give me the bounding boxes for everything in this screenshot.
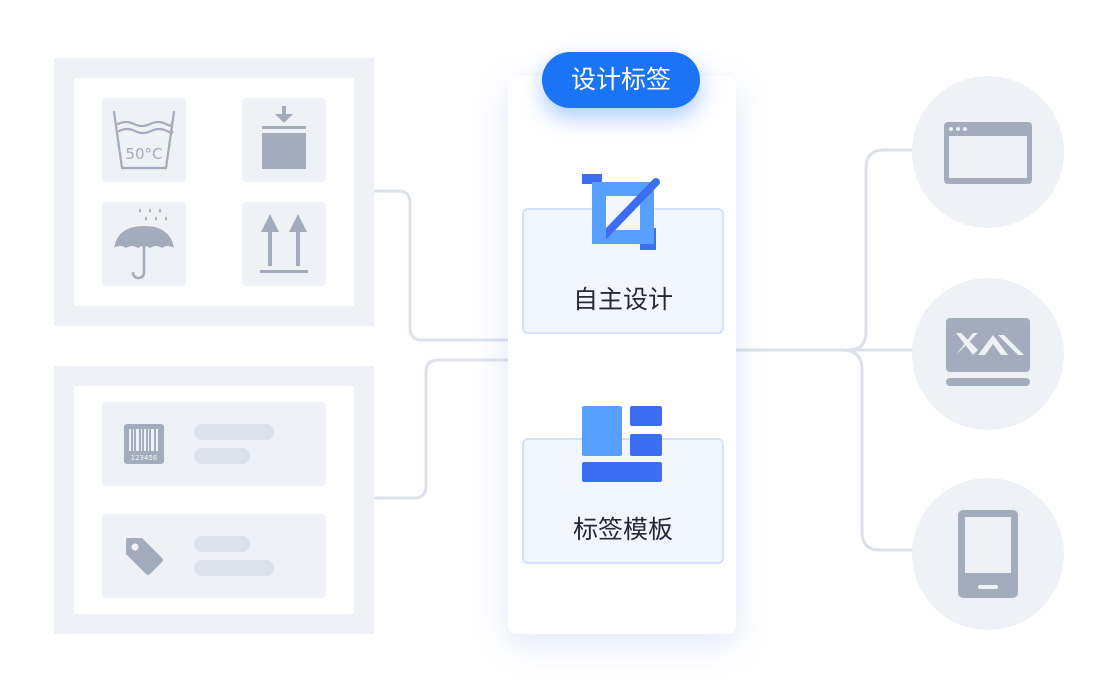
connector-output-tablet: [734, 348, 916, 552]
label-printer-icon: [946, 318, 1030, 386]
product-labels-panel-inner: 123456: [74, 386, 354, 614]
template-layout-icon: [582, 406, 662, 482]
keep-dry-tile: [102, 202, 186, 286]
tablet-device-icon: [958, 510, 1018, 598]
connector-bottom-panel: [372, 358, 510, 500]
connector-output-browser: [734, 148, 916, 352]
price-tag-row: [102, 514, 326, 598]
self-design-label: 自主设计: [572, 285, 673, 314]
output-browser: [912, 76, 1064, 228]
care-symbols-panel: 50°C: [54, 58, 374, 326]
fragile-box-tile: [242, 98, 326, 182]
wash-temperature-tile: 50°C: [102, 98, 186, 182]
connector-top-panel: [372, 189, 510, 342]
wash-temperature-text: 50°C: [125, 145, 162, 163]
barcode-row-text-line-2: [194, 448, 250, 464]
barcode-row-text-line-1: [194, 424, 274, 440]
barcode-label-row: 123456: [102, 402, 326, 486]
design-label-title: 设计标签: [542, 52, 700, 108]
price-tag-row-text-line-2: [194, 560, 274, 576]
care-symbols-panel-inner: 50°C: [74, 78, 354, 306]
barcode-icon: 123456: [124, 424, 164, 464]
output-tablet: [912, 478, 1064, 630]
fragile-box-icon: [262, 106, 306, 169]
label-template-option[interactable]: 标签模板: [522, 438, 724, 564]
browser-window-icon: [944, 122, 1032, 184]
label-template-label: 标签模板: [572, 515, 673, 544]
this-way-up-tile: [242, 202, 326, 286]
price-tag-icon: [126, 538, 163, 575]
keep-dry-icon: [114, 208, 174, 280]
wash-temperature-icon: 50°C: [112, 110, 176, 170]
price-tag-row-text-line-1: [194, 536, 250, 552]
output-label-printer: [912, 278, 1064, 430]
barcode-digits: 123456: [131, 454, 158, 462]
crop-icon: [582, 174, 660, 250]
product-labels-panel: 123456: [54, 366, 374, 634]
this-way-up-icon: [260, 214, 308, 273]
